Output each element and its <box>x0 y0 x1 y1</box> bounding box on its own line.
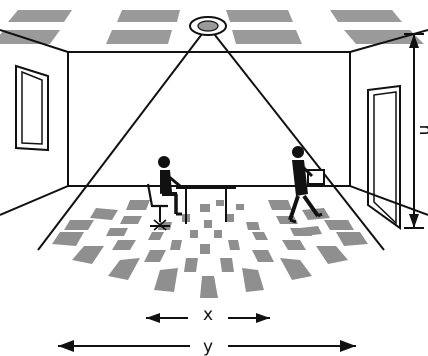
x-label: x <box>203 305 213 325</box>
right-door <box>368 86 400 228</box>
left-window <box>16 66 48 150</box>
y-label: y <box>203 337 213 356</box>
sensor-coverage-lines <box>38 30 384 250</box>
height-label: h <box>415 125 428 136</box>
ceiling-sensor-icon <box>190 17 226 35</box>
